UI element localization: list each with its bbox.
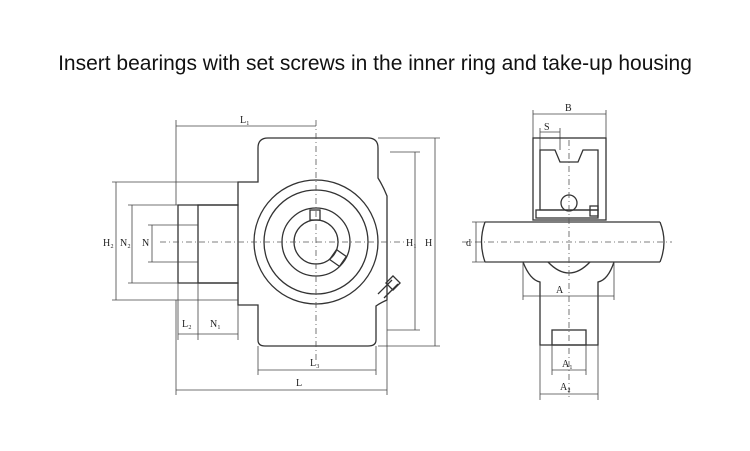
label-L1: L₁: [240, 115, 250, 126]
set-screw-top: [309, 209, 321, 221]
diagram-title: Insert bearings with set screws in the i…: [58, 52, 692, 75]
label-L: L: [296, 378, 302, 389]
side-housing: [532, 137, 607, 221]
label-N2: N₂: [120, 238, 131, 249]
shaft: [485, 221, 660, 263]
label-L3: L₃: [310, 358, 320, 369]
label-H1: H₁: [406, 238, 417, 249]
side-lower-housing: [522, 261, 615, 346]
side-view: B S d A: [462, 103, 672, 400]
label-H2: H₂: [103, 238, 114, 249]
label-H: H: [425, 238, 432, 249]
label-A2: A₂: [560, 382, 571, 393]
label-N: N: [142, 238, 149, 249]
grease-nipple: [377, 275, 401, 299]
label-d: d: [466, 238, 471, 249]
label-N1: N₁: [210, 319, 221, 330]
side-set-screw: [589, 205, 599, 217]
label-A1: A₁: [562, 359, 573, 370]
front-view: L₁ H₁ H H₂ N₂ N L₂ N₁ L₃: [103, 115, 440, 395]
slot-block: [197, 204, 239, 284]
label-B: B: [565, 103, 572, 114]
label-S: S: [544, 122, 550, 133]
label-L2: L₂: [182, 319, 192, 330]
label-A: A: [556, 285, 564, 296]
set-screw-side: [328, 248, 348, 268]
housing-outline: [177, 137, 388, 347]
